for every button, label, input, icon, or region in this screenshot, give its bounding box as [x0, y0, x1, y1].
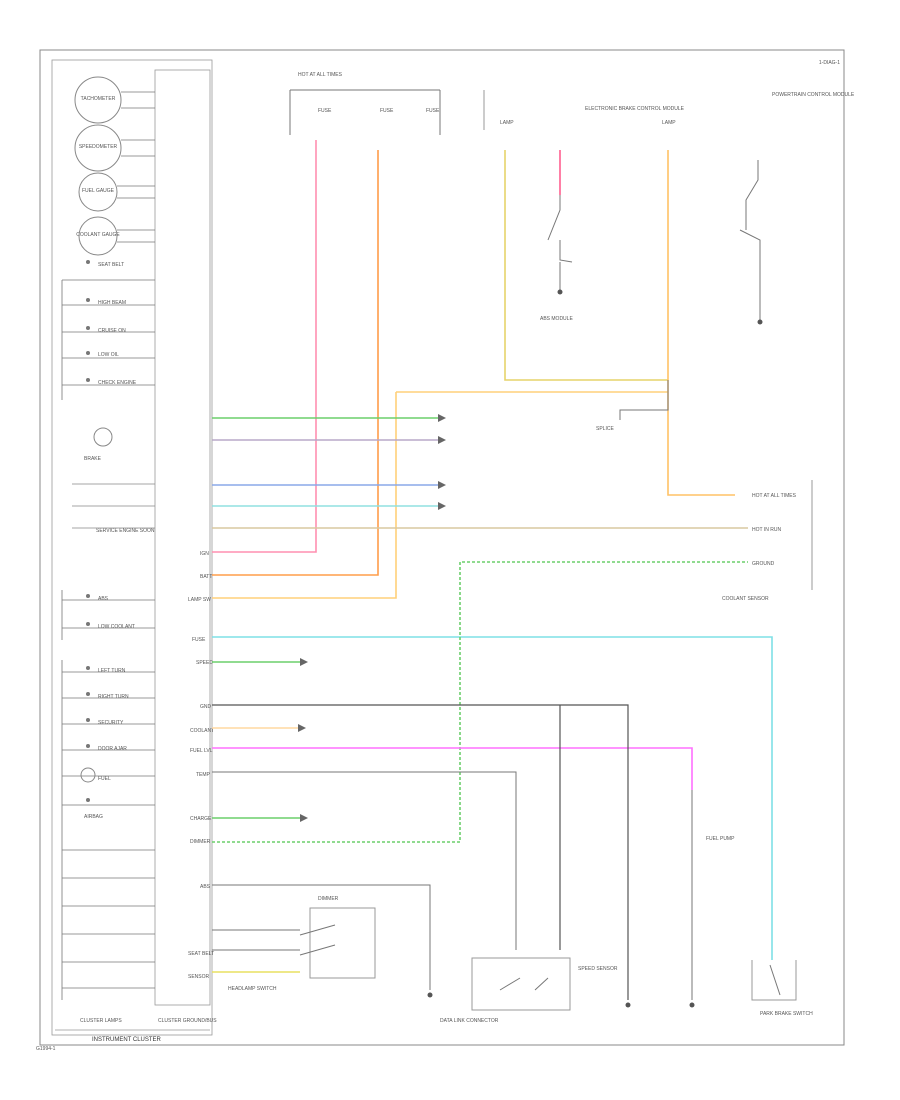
gauge-label: TACHOMETER — [81, 96, 116, 102]
callout-label: PARK BRAKE SWITCH — [760, 1011, 813, 1017]
indicator-label: SECURITY — [98, 720, 124, 726]
cluster-footer-label: INSTRUMENT CLUSTER — [92, 1037, 162, 1043]
cluster-pins: IGN BATT LAMP SW FUSE SPEED GND COOLANT … — [188, 551, 214, 980]
indicator-label: LEFT TURN — [98, 668, 126, 674]
callout-label: HEADLAMP SWITCH — [228, 986, 277, 992]
wire-gray-switch — [212, 929, 300, 951]
wire-gray — [212, 771, 517, 950]
callout-label: DIMMER — [318, 896, 339, 902]
wire-black — [212, 704, 629, 1000]
fuse-block-title: HOT AT ALL TIMES — [298, 72, 343, 78]
indicator-label: ABS — [98, 596, 109, 602]
indicator-label: LOW OIL — [98, 352, 119, 358]
connector-label: HOT AT ALL TIMES — [752, 493, 797, 499]
lamp-icon — [93, 427, 113, 447]
diagram-border — [39, 49, 845, 1046]
wire-pink — [212, 140, 317, 553]
connector-arrows — [298, 414, 446, 822]
pin-label: COOLANT — [190, 728, 214, 734]
connector-label: GROUND — [752, 561, 775, 567]
bottom-devices: DATA LINK CONNECTOR SPEED SENSOR DIMMER … — [228, 289, 813, 1024]
wire-orange-right — [667, 150, 735, 496]
indicator-label: CHECK ENGINE — [98, 380, 137, 386]
lamp-icon — [80, 767, 96, 783]
wire-splice — [619, 380, 669, 420]
wire-orange — [212, 150, 379, 576]
ground-icon — [557, 289, 563, 295]
brake-switch-icon — [547, 190, 573, 290]
right-connectors: HOT AT ALL TIMES HOT IN RUN GROUND SPLIC… — [596, 426, 813, 590]
tachometer-icon — [74, 76, 122, 124]
coolant-gauge-icon — [78, 216, 118, 256]
pin-label: IGN — [200, 551, 209, 557]
ground-icon — [757, 319, 763, 325]
ground-icon — [625, 1002, 631, 1008]
pin-label: TEMP — [196, 772, 211, 778]
ground-icon — [427, 992, 433, 998]
ground-icon — [689, 1002, 695, 1008]
callout-label: SPEED SENSOR — [578, 966, 618, 972]
device-label: LAMP — [500, 120, 514, 126]
sensor-box — [751, 960, 797, 1001]
indicator-lamps: SEAT BELT HIGH BEAM CRUISE ON LOW OIL CH… — [61, 260, 155, 1000]
gauge-label: FUEL GAUGE — [82, 188, 115, 194]
fuse-block: HOT AT ALL TIMES FUSE FUSE FUSE — [289, 72, 441, 135]
indicator-label: AIRBAG — [84, 814, 103, 820]
gauge-label: COOLANT GAUGE — [76, 232, 120, 238]
wire-gray-lower — [212, 884, 431, 990]
bottom-left-ref: G1994-1 — [36, 1046, 56, 1052]
gauge-label: SPEEDOMETER — [79, 144, 118, 150]
connector-label: HOT IN RUN — [752, 527, 781, 533]
wires — [212, 140, 773, 1000]
speedometer-icon — [74, 124, 122, 172]
pin-label: DIMMER — [190, 839, 211, 845]
pin-label: FUSE — [192, 637, 206, 643]
fuel-gauge-icon — [78, 172, 118, 212]
callout-label: FUEL PUMP — [706, 836, 735, 842]
pin-label: SENSOR — [188, 974, 210, 980]
pin-label: SEAT BELT — [188, 951, 214, 957]
pin-label: LAMP SW — [188, 597, 211, 603]
fuse-label: FUSE — [380, 108, 394, 114]
device-label: POWERTRAIN CONTROL MODULE — [772, 92, 855, 98]
pin-label: SPEED — [196, 660, 213, 666]
wire-cyan — [212, 636, 773, 960]
indicator-label: LOW COOLANT — [98, 624, 135, 630]
pin-label: ABS — [200, 884, 211, 890]
splice-note: SPLICE — [596, 426, 614, 432]
device-label: ELECTRONIC BRAKE CONTROL MODULE — [585, 106, 685, 112]
indicator-label: FUEL — [98, 776, 111, 782]
indicator-label: SEAT BELT — [98, 262, 124, 268]
pin-label: GND — [200, 704, 212, 710]
indicator-label: CRUISE ON — [98, 328, 126, 334]
pin-label: FUEL LVL — [190, 748, 213, 754]
callout-label: DATA LINK CONNECTOR — [440, 1018, 499, 1024]
indicator-label: RIGHT TURN — [98, 694, 129, 700]
corner-ref: 1-DIAG-1 — [819, 60, 840, 66]
fuse-label: FUSE — [318, 108, 332, 114]
wire-magenta — [212, 747, 693, 790]
indicator-label: DOOR AJAR — [98, 746, 127, 752]
indicator-label: HIGH BEAM — [98, 300, 126, 306]
gauges: TACHOMETER SPEEDOMETER FUEL GAUGE COOLAN… — [74, 76, 155, 256]
wire-yellow-left — [504, 150, 668, 381]
callout-label: COOLANT SENSOR — [722, 596, 769, 602]
wire-green-dashed — [212, 561, 748, 843]
fuse-label: FUSE — [426, 108, 440, 114]
pin-label: BATT — [200, 574, 212, 580]
cluster-right-caption: CLUSTER GROUND/BUS — [158, 1018, 217, 1024]
callout-label: ABS MODULE — [540, 316, 573, 322]
device-label: LAMP — [662, 120, 676, 126]
instrument-cluster: INSTRUMENT CLUSTER CLUSTER LAMPS CLUSTER… — [51, 59, 217, 1043]
switch-box — [471, 957, 571, 1011]
indicator-label: BRAKE — [84, 456, 102, 462]
wire-tan-orange — [212, 391, 668, 599]
cluster-left-caption: CLUSTER LAMPS — [80, 1018, 122, 1024]
dimmer-box — [309, 907, 376, 979]
indicator-label: SERVICE ENGINE SOON — [96, 528, 155, 534]
pin-label: CHARGE — [190, 816, 212, 822]
relay-icon — [739, 160, 761, 320]
top-devices: LAMP ELECTRONIC BRAKE CONTROL MODULE LAM… — [483, 90, 855, 320]
